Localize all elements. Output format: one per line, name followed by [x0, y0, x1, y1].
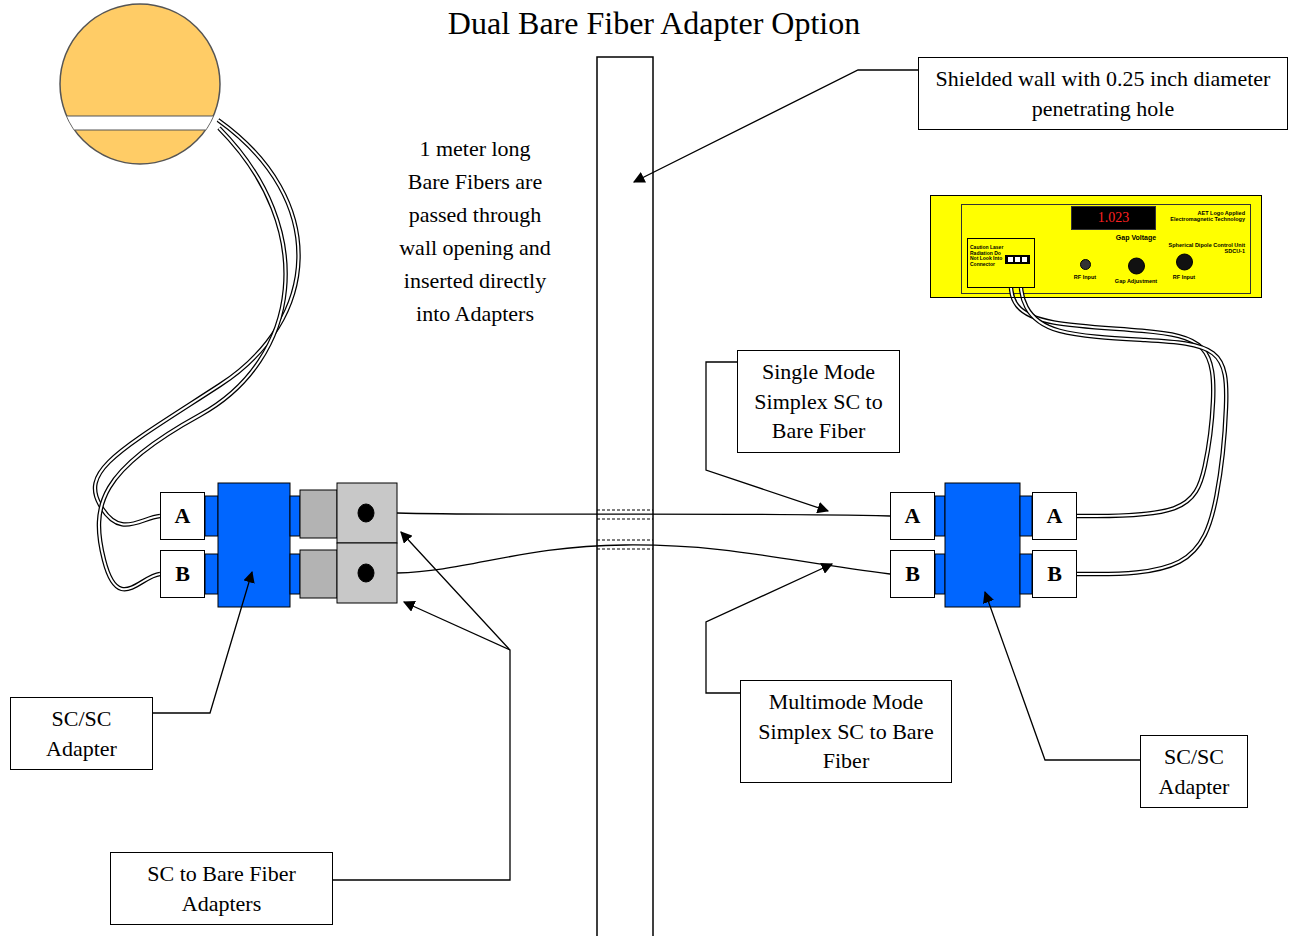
panel-text: Gap Voltage	[1101, 234, 1171, 242]
shielded-wall	[597, 57, 653, 936]
cable-outline	[1021, 288, 1226, 574]
note-text: 1 meter long Bare Fibers are passed thro…	[398, 132, 552, 330]
node-text: A	[905, 503, 921, 529]
panel-text: Caution Laser Radiation Do Not Look Into…	[970, 245, 1004, 267]
callout-box: Shielded wall with 0.25 inch diameter pe…	[918, 57, 1288, 130]
left-sc-sc-adapter	[205, 483, 300, 607]
callout-box: SC/SC Adapter	[10, 697, 153, 770]
panel-frame	[962, 205, 1251, 294]
node-text: B	[175, 561, 190, 587]
node-text: B	[1047, 561, 1062, 587]
leader-line	[153, 70, 1140, 880]
control-unit: Gap Voltage AET Logo Applied Electromagne…	[930, 195, 1262, 298]
node-text: B	[905, 561, 920, 587]
panel-text: RF Input	[1164, 274, 1204, 280]
node-text: 1.023	[1098, 211, 1130, 225]
port-label: A	[890, 492, 935, 540]
panel-text: Spherical Dipole Control Unit SDCU-1	[1157, 242, 1245, 254]
laser-caution-box: Caution Laser Radiation Do Not Look Into…	[967, 238, 1035, 288]
cable-core	[1021, 288, 1226, 574]
sc-to-bare-fiber-adapter	[300, 483, 397, 603]
cable	[1021, 288, 1226, 574]
callout-box: SC to Bare Fiber Adapters	[110, 852, 333, 925]
panel-text: AET Logo Applied Electromagnetic Technol…	[1157, 210, 1245, 222]
node-text: SC to Bare Fiber Adapters	[119, 859, 324, 918]
node-text: SC/SC Adapter	[19, 704, 144, 763]
port-label: A	[160, 492, 205, 540]
node-text: SC/SC Adapter	[1149, 742, 1239, 801]
node-text: Shielded wall with 0.25 inch diameter pe…	[927, 64, 1279, 123]
callout-box: Single Mode Simplex SC to Bare Fiber	[737, 350, 900, 453]
node-text: A	[175, 503, 191, 529]
callout-box: SC/SC Adapter	[1140, 735, 1248, 808]
port-label: A	[1032, 492, 1077, 540]
gap-voltage-display: 1.023	[1071, 206, 1156, 230]
port-label: B	[1032, 550, 1077, 598]
node-text: Single Mode Simplex SC to Bare Fiber	[746, 357, 891, 446]
panel-text: Gap Adjustment	[1106, 278, 1166, 284]
sphere	[60, 4, 220, 164]
port-label: B	[160, 550, 205, 598]
node-text: Multimode Mode Simplex SC to Bare Fiber	[749, 687, 943, 776]
control-unit-panel	[930, 195, 1262, 298]
panel-text: RF Input	[1065, 274, 1105, 280]
sphere-gap	[55, 116, 225, 130]
wall-hole	[597, 510, 653, 549]
callout-box: Multimode Mode Simplex SC to Bare Fiber	[740, 680, 952, 783]
right-sc-sc-adapter	[935, 483, 1032, 607]
diagram-title: Dual Bare Fiber Adapter Option	[404, 4, 904, 42]
panel-knob	[1081, 254, 1193, 274]
node-text: A	[1047, 503, 1063, 529]
port-label: B	[890, 550, 935, 598]
bare-fiber	[397, 513, 890, 574]
laser-connector	[1005, 255, 1030, 264]
